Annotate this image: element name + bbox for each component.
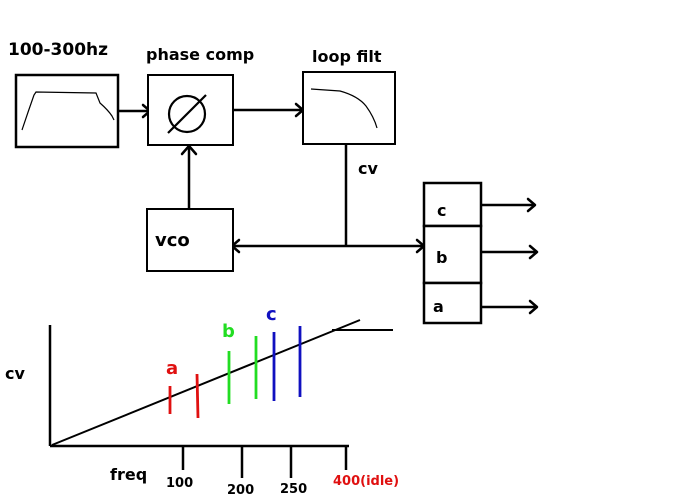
cv-freq-graph: cv freq 100 200 250 400(idle) a b c bbox=[5, 304, 399, 498]
band-a-markers: a bbox=[166, 358, 200, 419]
tick-label-250: 250 bbox=[280, 482, 307, 497]
phase-comp-block bbox=[147, 74, 234, 146]
cv-label: cv bbox=[358, 159, 378, 178]
output-arrows bbox=[481, 197, 539, 315]
lowpass-curve bbox=[310, 88, 378, 129]
band-b-label: b bbox=[222, 321, 235, 342]
cv-ramp bbox=[51, 319, 361, 446]
tick-label-200: 200 bbox=[227, 483, 254, 498]
arrow-phase-to-loop bbox=[233, 102, 305, 118]
phase-symbol-icon bbox=[167, 94, 207, 134]
vco-block: vco bbox=[146, 208, 234, 272]
band-c-markers: c bbox=[266, 304, 302, 401]
tick-label-idle: 400(idle) bbox=[333, 474, 399, 489]
loop-filter-label: loop filt bbox=[312, 47, 382, 66]
output-b-label: b bbox=[436, 248, 447, 267]
graph-xlabel: freq bbox=[110, 465, 147, 484]
input-filter-label: 100-300hz bbox=[8, 40, 108, 60]
output-a-label: a bbox=[433, 297, 444, 316]
input-filter-block bbox=[14, 73, 120, 149]
phase-comp-label: phase comp bbox=[146, 45, 254, 64]
bandpass-curve bbox=[21, 91, 115, 131]
arrow-input-to-phase bbox=[118, 103, 152, 119]
output-bank: c b a bbox=[422, 181, 483, 325]
vco-label: vco bbox=[155, 230, 190, 251]
output-c-label: c bbox=[437, 201, 446, 220]
band-b-markers: b bbox=[222, 321, 258, 404]
band-c-label: c bbox=[266, 304, 277, 325]
arrow-vco-to-phase bbox=[180, 144, 198, 209]
cv-bus bbox=[230, 238, 426, 254]
band-a-label: a bbox=[166, 358, 178, 379]
tick-label-100: 100 bbox=[166, 476, 193, 491]
graph-ylabel: cv bbox=[5, 364, 25, 383]
loop-filter-block bbox=[302, 71, 396, 145]
